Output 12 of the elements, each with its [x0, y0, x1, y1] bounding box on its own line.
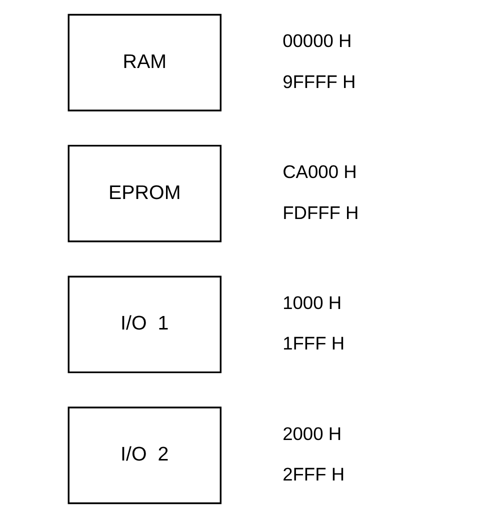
node-label: 1000 H: [282, 291, 342, 312]
node-label: 2000 H: [282, 422, 342, 444]
node-box: I/O 1: [68, 275, 222, 373]
node-label: 1FFF H: [282, 332, 345, 354]
node-box: RAM: [68, 13, 222, 111]
node-box: I/O 2: [68, 406, 222, 504]
node-label: 9FFFF H: [282, 70, 356, 92]
node-label: 2FFF H: [282, 463, 345, 484]
node-box: EPROM: [68, 144, 222, 242]
node-label: FDFFF H: [282, 201, 359, 222]
node-label: CA000 H: [282, 160, 357, 182]
node-label: 00000 H: [282, 30, 352, 50]
